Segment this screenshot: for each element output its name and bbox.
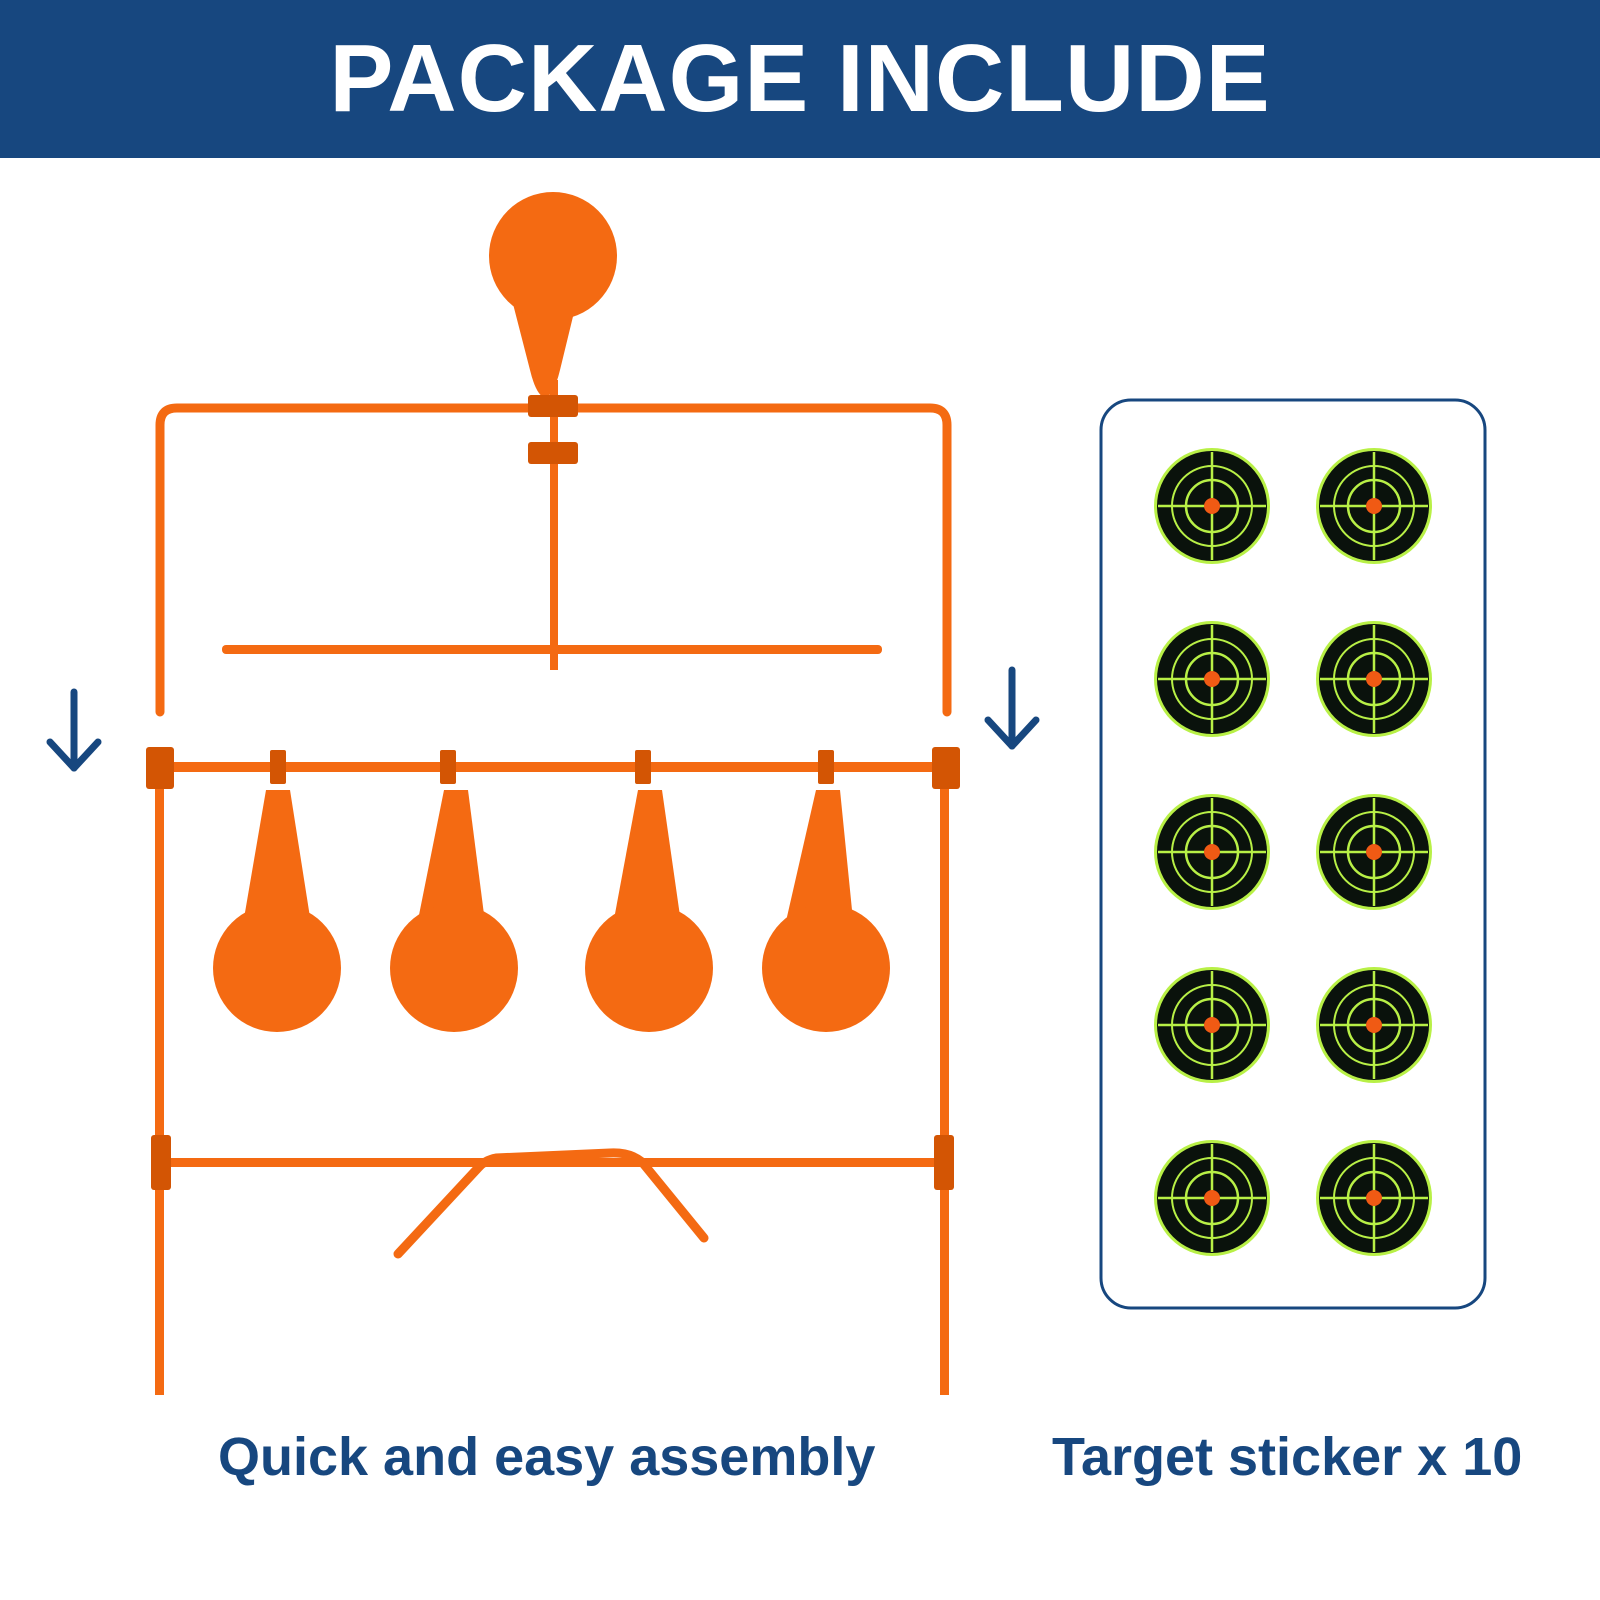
down-arrow-icon (984, 666, 1040, 750)
paddle-target (213, 750, 341, 1032)
upper-crossbar (222, 645, 882, 654)
target-sticker-icon (1316, 1140, 1432, 1256)
paddle-target (585, 750, 713, 1032)
assembly-caption: Quick and easy assembly (218, 1427, 876, 1487)
target-sticker-icon (1154, 448, 1270, 564)
paddle-target (390, 750, 518, 1032)
lower-frame (146, 747, 960, 1395)
header-banner: PACKAGE INCLUDE (0, 0, 1600, 158)
down-arrow-icon (46, 688, 102, 772)
page-title: PACKAGE INCLUDE (329, 25, 1271, 132)
paddle-targets (213, 750, 890, 1032)
target-sticker-icon (1316, 448, 1432, 564)
target-stickers (1154, 448, 1432, 1256)
target-sticker-icon (1316, 967, 1432, 1083)
target-sticker-icon (1316, 621, 1432, 737)
target-sticker-icon (1154, 794, 1270, 910)
target-sticker-icon (1154, 1140, 1270, 1256)
target-sticker-icon (1316, 794, 1432, 910)
target-sticker-icon (1154, 621, 1270, 737)
paddle-target (762, 750, 890, 1032)
top-spinner-target (489, 192, 617, 670)
sticker-caption: Target sticker x 10 (1052, 1427, 1523, 1487)
target-sticker-icon (1154, 967, 1270, 1083)
